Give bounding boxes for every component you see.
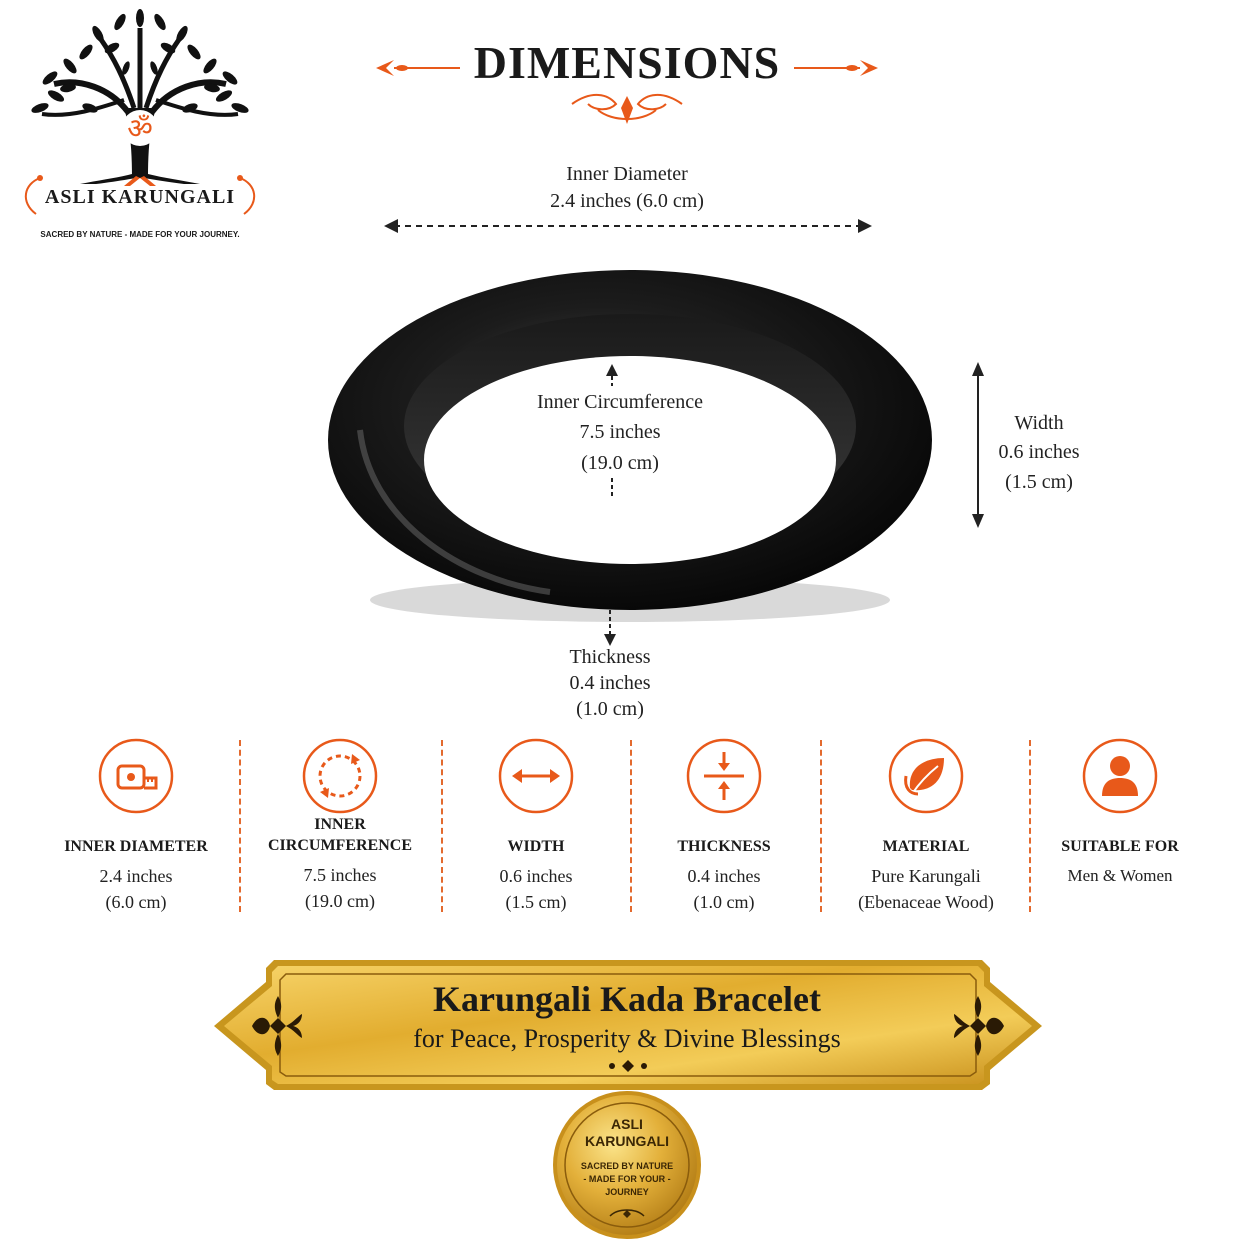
banner-title: Karungali Kada Bracelet: [433, 979, 821, 1019]
feature-inner-diameter: INNER DIAMETER 2.4 inches(6.0 cm): [36, 738, 236, 915]
thickness-value-in: 0.4 inches: [569, 672, 651, 694]
fleur-left-icon: [252, 996, 302, 1056]
thickness-label: Thickness: [569, 646, 651, 668]
feature-divider: [820, 740, 822, 912]
fleur-right-icon: [954, 996, 1004, 1056]
seal-tagline: SACRED BY NATURE- MADE FOR YOUR -JOURNEY: [580, 1161, 674, 1197]
feature-divider: [1029, 740, 1031, 912]
feature-value: 0.4 inches(1.0 cm): [687, 866, 761, 912]
feature-suitable-for: SUITABLE FOR Men & Women: [1020, 738, 1220, 889]
inner-diameter-label: Inner Diameter: [566, 163, 688, 185]
brand-flourish-icon: [25, 175, 255, 215]
feature-width: WIDTH 0.6 inches(1.5 cm): [436, 738, 636, 915]
feature-title: INNER DIAMETER: [64, 838, 208, 855]
feature-title: THICKNESS: [677, 838, 771, 855]
brand-tagline: SACRED BY NATURE - MADE FOR YOUR JOURNEY…: [40, 230, 240, 239]
circular-arrows-icon: [302, 738, 378, 814]
width-label: Width: [1014, 412, 1064, 434]
measuring-tape-icon: [98, 738, 174, 814]
inner-circumference-value-cm: (19.0 cm): [581, 452, 659, 474]
feature-divider: [441, 740, 443, 912]
inner-circumference-value-in: 7.5 inches: [579, 421, 661, 443]
feature-thickness: THICKNESS 0.4 inches(1.0 cm): [624, 738, 824, 915]
gold-seal-badge: [553, 1091, 701, 1239]
thickness-value-cm: (1.0 cm): [576, 698, 644, 720]
thickness-arrow-icon: [604, 610, 616, 646]
feature-divider: [630, 740, 632, 912]
feature-divider: [239, 740, 241, 912]
inner-diameter-arrow-icon: [384, 219, 872, 233]
width-arrow-icon: [972, 362, 984, 528]
width-value-in: 0.6 inches: [998, 441, 1080, 463]
feature-value: Pure Karungali(Ebenaceae Wood): [858, 866, 994, 912]
brand-name: ASLI KARUNGALI: [44, 186, 236, 208]
title-banner: [214, 960, 1042, 1090]
person-icon: [1082, 738, 1158, 814]
horizontal-arrows-icon: [498, 738, 574, 814]
inner-circumference-arrow-icon: [606, 364, 618, 496]
width-value-cm: (1.5 cm): [1005, 471, 1073, 493]
bracelet-image: [328, 270, 932, 622]
tree-om-icon: ॐ: [31, 9, 249, 186]
feature-value: 2.4 inches(6.0 cm): [99, 866, 173, 912]
feature-material: MATERIAL Pure Karungali(Ebenaceae Wood): [826, 738, 1026, 915]
title-ornament-icon: [376, 60, 878, 124]
feature-title: MATERIAL: [882, 838, 970, 855]
feature-value: 0.6 inches(1.5 cm): [499, 866, 573, 912]
inner-diameter-value: 2.4 inches (6.0 cm): [550, 190, 704, 212]
leaf-icon: [888, 738, 964, 814]
inner-circumference-label: Inner Circumference: [536, 391, 703, 413]
feature-title: WIDTH: [507, 838, 565, 855]
banner-subtitle: for Peace, Prosperity & Divine Blessings: [413, 1024, 841, 1053]
feature-title: SUITABLE FOR: [1061, 838, 1179, 855]
thickness-arrows-icon: [686, 738, 762, 814]
page-title: DIMENSIONS: [473, 37, 781, 88]
feature-value: 7.5 inches(19.0 cm): [303, 865, 377, 911]
svg-text:ॐ: ॐ: [127, 112, 153, 145]
feature-value: Men & Women: [1067, 866, 1173, 885]
